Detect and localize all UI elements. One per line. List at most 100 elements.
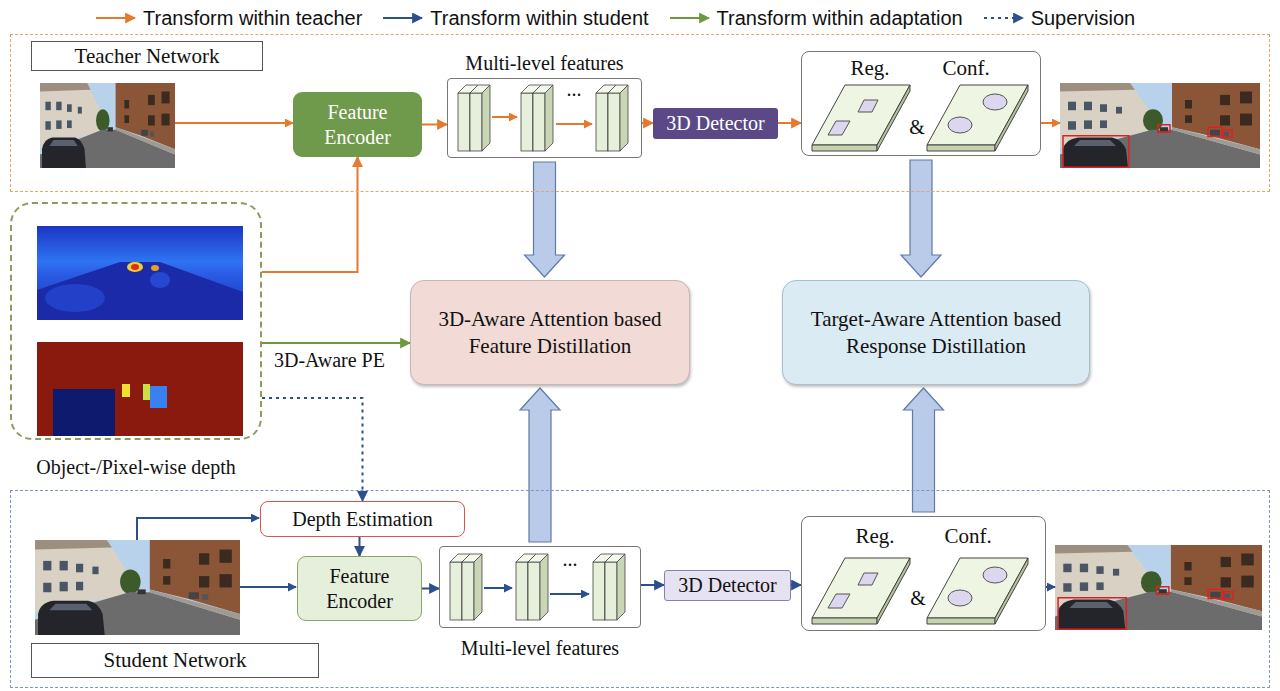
legend-line: [984, 17, 1023, 19]
node-heading: Multi-level features: [447, 50, 642, 76]
shape-rect: [143, 384, 150, 400]
shape-ellipse: [150, 272, 170, 288]
flow-arrow: [791, 584, 801, 586]
legend-text: Transform within adaptation: [717, 6, 963, 31]
detector-box: 3D Detector: [664, 570, 791, 601]
ellipsis-label: ...: [561, 78, 587, 100]
shape-rect: [37, 226, 243, 320]
flow-arrow: [641, 584, 664, 586]
node-heading: Student Network: [31, 643, 319, 678]
depth-estimation-box: Depth Estimation: [260, 501, 465, 537]
node-label: 3D Detector: [678, 573, 776, 598]
node-label: 3D Detector: [666, 111, 764, 136]
node-heading: &: [910, 587, 926, 609]
node-heading: Conf.: [935, 55, 997, 81]
flow-arrow: [422, 588, 439, 590]
node-heading: Teacher Network: [31, 41, 263, 71]
flow-arrow: [642, 122, 653, 124]
input-image: [40, 83, 175, 168]
detector-box: 3D Detector: [653, 108, 778, 139]
flow-arrow: [1040, 122, 1060, 124]
output-box: Reg. & Conf.: [801, 51, 1041, 156]
shape-ellipse: [151, 265, 159, 271]
flow-arrow: [240, 586, 296, 588]
flow-arrow: [262, 157, 358, 272]
node-heading: Multi-level features: [439, 635, 641, 661]
encoder-box: Feature Encoder: [293, 92, 422, 157]
shape-polygon: [37, 262, 243, 320]
shape-rect: [37, 342, 243, 436]
shape-line: [484, 587, 512, 589]
legend-sample: [382, 11, 424, 25]
shape-rect: [122, 384, 130, 397]
shape-use: [450, 554, 482, 620]
feature-maps: [450, 554, 625, 620]
shape-use: [521, 85, 553, 151]
node-label: Depth Estimation: [292, 507, 433, 532]
output-maps: [812, 558, 1028, 624]
legend-line: [670, 17, 709, 19]
flow-arrow: [359, 537, 361, 556]
flow-arrow: [1045, 586, 1055, 588]
node-label: Feature Encoder: [299, 100, 416, 150]
flow-arrow: [175, 122, 293, 124]
shape-use: [458, 85, 490, 151]
feature-maps: [458, 85, 628, 151]
shape-ellipse: [131, 264, 139, 270]
output-maps: [812, 85, 1028, 151]
node-label: 3D-Aware Attention based Feature Distill…: [427, 306, 673, 359]
shape-use: [593, 554, 625, 620]
flow-arrow: [422, 124, 447, 126]
output-image: [1060, 83, 1260, 168]
shape-rect: [150, 386, 167, 408]
legend-sample: [983, 11, 1025, 25]
shape-rect: [53, 389, 115, 436]
shape-line: [550, 593, 589, 595]
node-heading: Reg.: [842, 55, 898, 81]
node-heading: Conf.: [937, 523, 999, 549]
legend-text: Supervision: [1031, 6, 1136, 31]
flow-arrow: [262, 342, 410, 344]
node-heading: &: [909, 116, 925, 138]
encoder-box: Feature Encoder: [297, 556, 422, 621]
legend-item: Transform within student: [382, 6, 648, 31]
legend-item: Transform within teacher: [95, 6, 362, 31]
feature-stack: Multi-level features: [447, 78, 642, 158]
legend-sample: [95, 11, 137, 25]
distillation-arrow: [904, 388, 944, 512]
input-image: [35, 540, 240, 635]
student-region: Student Network Depth EstimationFeature E…: [10, 490, 1270, 688]
legend-item: Supervision: [983, 6, 1136, 31]
node-heading: Object-/Pixel-wise depth: [10, 454, 262, 480]
node-heading: Reg.: [847, 523, 903, 549]
object-depth-map: [37, 342, 243, 436]
legend-sample: [669, 11, 711, 25]
distillation-box: 3D-Aware Attention based Feature Distill…: [410, 280, 690, 385]
flow-arrow: [262, 398, 363, 501]
flow-arrow: [137, 518, 259, 540]
node-label: Target-Aware Attention based Response Di…: [799, 306, 1073, 359]
edge-label: 3D-Aware PE: [272, 348, 387, 373]
legend-item: Transform within adaptation: [669, 6, 963, 31]
legend-text: Transform within teacher: [143, 6, 362, 31]
shape-line: [492, 116, 517, 118]
depth-map: [37, 226, 243, 320]
legend-line: [96, 17, 135, 19]
shape-use: [516, 554, 548, 620]
legend-text: Transform within student: [430, 6, 648, 31]
depth-region: Object-/Pixel-wise depth: [10, 202, 262, 440]
output-image: [1055, 545, 1262, 630]
legend: Transform within teacher Transform within…: [95, 3, 1135, 33]
shape-ellipse: [127, 262, 143, 272]
output-box: Reg. & Conf.: [801, 516, 1046, 631]
feature-stack: Multi-level features: [439, 546, 641, 628]
shape-use: [596, 85, 628, 151]
shape-ellipse: [45, 284, 105, 312]
legend-line: [383, 17, 422, 19]
distillation-arrow: [901, 160, 941, 277]
distillation-box: Target-Aware Attention based Response Di…: [782, 280, 1090, 385]
shape-line: [556, 123, 592, 125]
node-label: Feature Encoder: [304, 564, 415, 614]
teacher-region: Teacher NetworkFeature Encoder Multi-leve…: [10, 34, 1270, 192]
